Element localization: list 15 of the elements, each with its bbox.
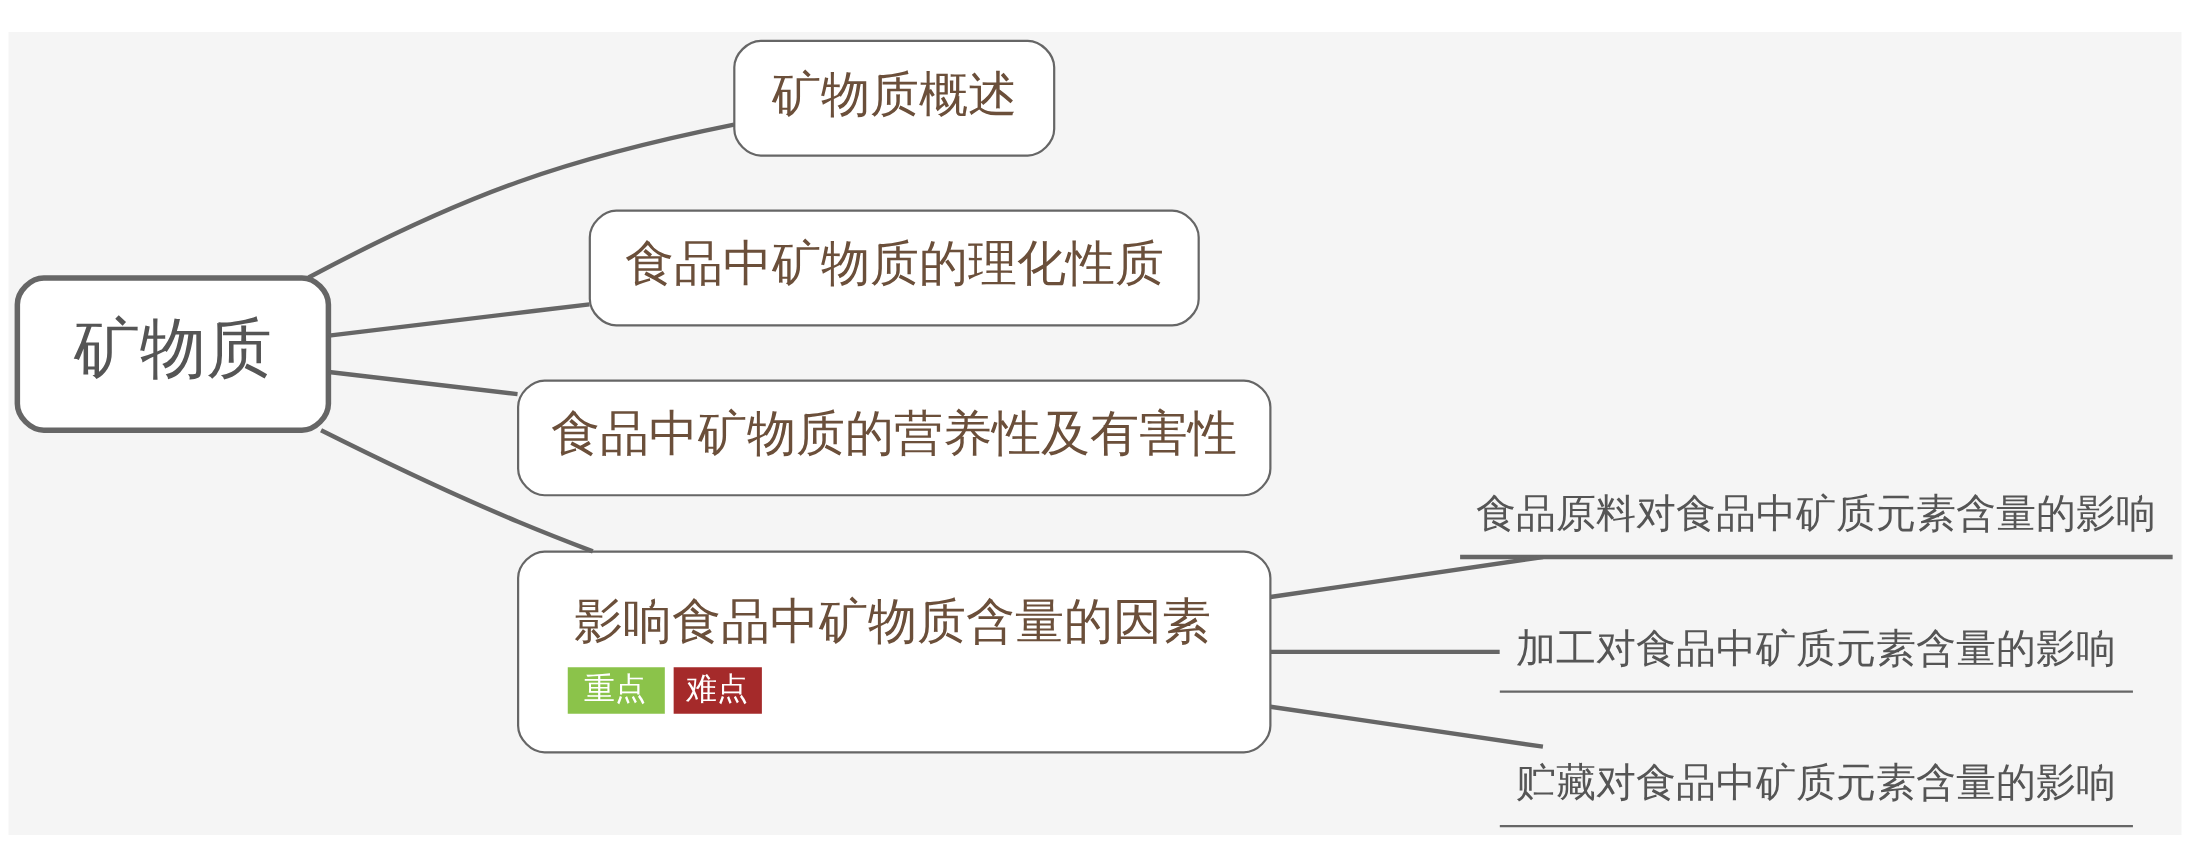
connector [328,369,518,396]
node-text: 贮藏对食品中矿质元素含量的影响 [1516,758,2117,805]
connector [1270,649,1500,654]
connector [328,301,590,338]
connector [320,427,594,553]
connector [307,122,735,279]
node-box: 食品中矿物质的营养性及有害性 [517,378,1272,496]
node-box: 影响食品中矿物质含量的因素 重点 难点 [517,549,1272,753]
node-text: 食品原料对食品中矿质元素含量的影响 [1476,489,2157,536]
connector [1270,704,1544,749]
node-box: 矿物质概述 [733,39,1056,157]
node-box: 矿物质 [14,274,332,433]
node-box: 食品中矿物质的理化性质 [588,209,1200,326]
node-text: 加工对食品中矿质元素含量的影响 [1516,624,2117,671]
connector [1270,554,1544,599]
